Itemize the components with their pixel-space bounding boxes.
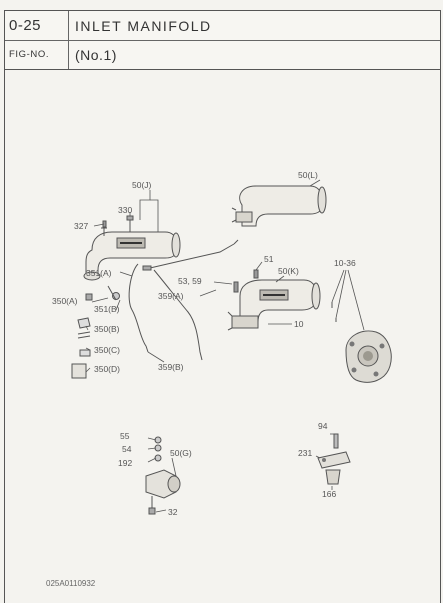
callout-350c: 350(C) — [94, 345, 120, 355]
fig-value: (No.1) — [75, 46, 117, 63]
header-row-fig: FIG-NO. (No.1) — [5, 40, 440, 69]
section-title-cell: INLET MANIFOLD — [69, 11, 440, 40]
hose-359 — [128, 239, 239, 361]
callout-231: 231 — [298, 448, 312, 458]
fig-label: FIG-NO. — [9, 49, 50, 60]
clip-parts-350 — [71, 285, 120, 379]
intake-flange — [345, 330, 392, 383]
callout-50k: 50(K) — [278, 266, 299, 276]
callout-330: 330 — [118, 205, 132, 215]
bracket-231 — [317, 433, 351, 485]
callout-166: 166 — [322, 489, 336, 499]
callout-50l: 50(L) — [298, 170, 318, 180]
callout-351b: 351(B) — [94, 304, 120, 314]
callout-359b: 359(B) — [158, 362, 184, 372]
header-row-title: 0-25 INLET MANIFOLD — [5, 11, 440, 41]
callout-53-59: 53, 59 — [178, 276, 202, 286]
fitting-50g — [145, 436, 181, 515]
callout-50j: 50(J) — [132, 180, 152, 190]
section-number-cell: 0-25 — [5, 11, 69, 40]
callout-54: 54 — [122, 444, 132, 454]
callout-labels: 50(J) 50(L) 330 327 351(A) 351(B) 350(A)… — [52, 170, 356, 517]
leader-lines — [85, 179, 365, 513]
callout-351a: 351(A) — [86, 268, 112, 278]
diagram-frame — [4, 70, 441, 603]
pipe-50j-assembly — [83, 215, 181, 281]
callout-55: 55 — [120, 431, 130, 441]
callout-10: 10 — [294, 319, 304, 329]
pipe-50l — [231, 185, 327, 227]
fig-label-cell: FIG-NO. — [5, 40, 69, 69]
pipe-50k-assembly — [227, 269, 337, 331]
callout-327: 327 — [74, 221, 88, 231]
section-number: 0-25 — [9, 17, 42, 34]
section-title: INLET MANIFOLD — [75, 17, 212, 34]
callout-50g: 50(G) — [170, 448, 192, 458]
callout-32: 32 — [168, 507, 178, 517]
callout-94: 94 — [318, 421, 328, 431]
callout-359a: 359(A) — [158, 291, 184, 301]
callout-350a: 350(A) — [52, 296, 78, 306]
sheet-header: 0-25 INLET MANIFOLD FIG-NO. (No.1) — [4, 10, 441, 70]
callout-192: 192 — [118, 458, 132, 468]
callout-350b: 350(B) — [94, 324, 120, 334]
callout-350d: 350(D) — [94, 364, 120, 374]
callout-51: 51 — [264, 254, 274, 264]
drawing-code: 025A0110932 — [46, 579, 96, 588]
callout-10-36: 10-36 — [334, 258, 356, 268]
fig-value-cell: (No.1) — [69, 40, 440, 69]
